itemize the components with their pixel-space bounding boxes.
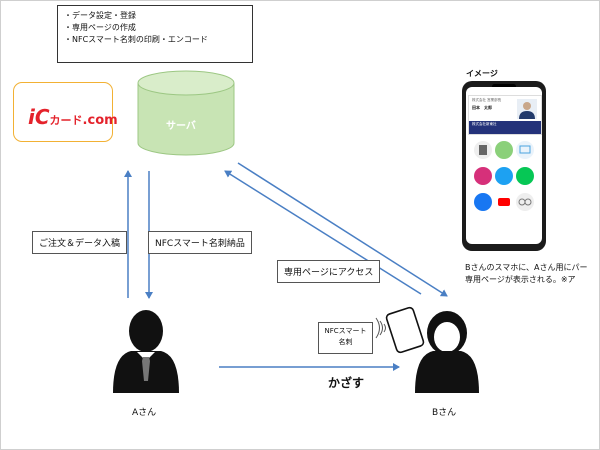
ic-card-logo: iCカード.com [13,82,118,142]
person-a-label: Aさん [132,408,157,418]
nfc-wave-icon [375,317,386,339]
app-icon-grid [474,141,534,211]
link-icon [516,193,534,211]
logo-text: iCカード.com [28,105,118,129]
access-label: 専用ページにアクセス [277,260,381,283]
mail-icon [516,141,534,159]
nfc-card-line: NFCスマート [324,327,367,335]
card-company: 株式会社新東社 [472,122,497,126]
card-role: 株式会社 営業部長 [472,98,502,102]
card-company-band: 株式会社新東社 [469,121,541,134]
profile-photo-icon [517,99,537,119]
caption-line: 専用ページが表示される。※ア [465,275,576,284]
person-a-icon [113,310,179,393]
hold-label: かざす [328,376,365,390]
process-note: ・データ設定・登録 ・専用ページの作成 ・NFCスマート名刺の印刷・エンコード [57,5,253,63]
logo-domain: .com [82,113,118,128]
nfc-card-line: 名刺 [338,338,353,346]
building-icon [474,141,492,159]
instagram-icon [474,167,492,185]
delivery-label: NFCスマート名刺納品 [148,231,252,254]
logo-ic: iC [28,105,50,129]
server-cylinder [137,70,235,156]
note-line: ・データ設定・登録 [64,11,136,20]
note-line: ・専用ページの作成 [64,23,136,32]
line-icon [516,167,534,185]
person-b-label: Bさん [432,408,457,418]
phone-mockup: 株式会社 営業部長 田本 太郎 株式会社新東社 [462,81,546,251]
person-b-icon [415,311,479,393]
youtube-icon [495,193,513,211]
logo-card: カード [49,114,83,127]
server-label: サーバ [166,121,196,132]
note-line: ・NFCスマート名刺の印刷・エンコード [64,35,208,44]
business-card-preview: 株式会社 営業部長 田本 太郎 株式会社新東社 [468,95,542,135]
image-caption: Bさんのスマホに、Aさん用にパー 専用ページが表示される。※ア [465,262,587,286]
twitter-icon [495,167,513,185]
access-arrow [224,170,422,295]
handheld-phone-icon [385,306,425,354]
image-title: イメージ [466,69,498,78]
caption-line: Bさんのスマホに、Aさん用にパー [465,263,588,272]
phone-call-icon [495,141,513,159]
nfc-card-item: NFCスマート 名刺 [318,322,373,354]
response-arrow [237,162,448,297]
phone-screen: 株式会社 営業部長 田本 太郎 株式会社新東社 [466,87,542,244]
card-name: 田本 太郎 [472,105,492,110]
facebook-icon [474,193,492,211]
order-label: ご注文＆データ入稿 [32,231,128,254]
